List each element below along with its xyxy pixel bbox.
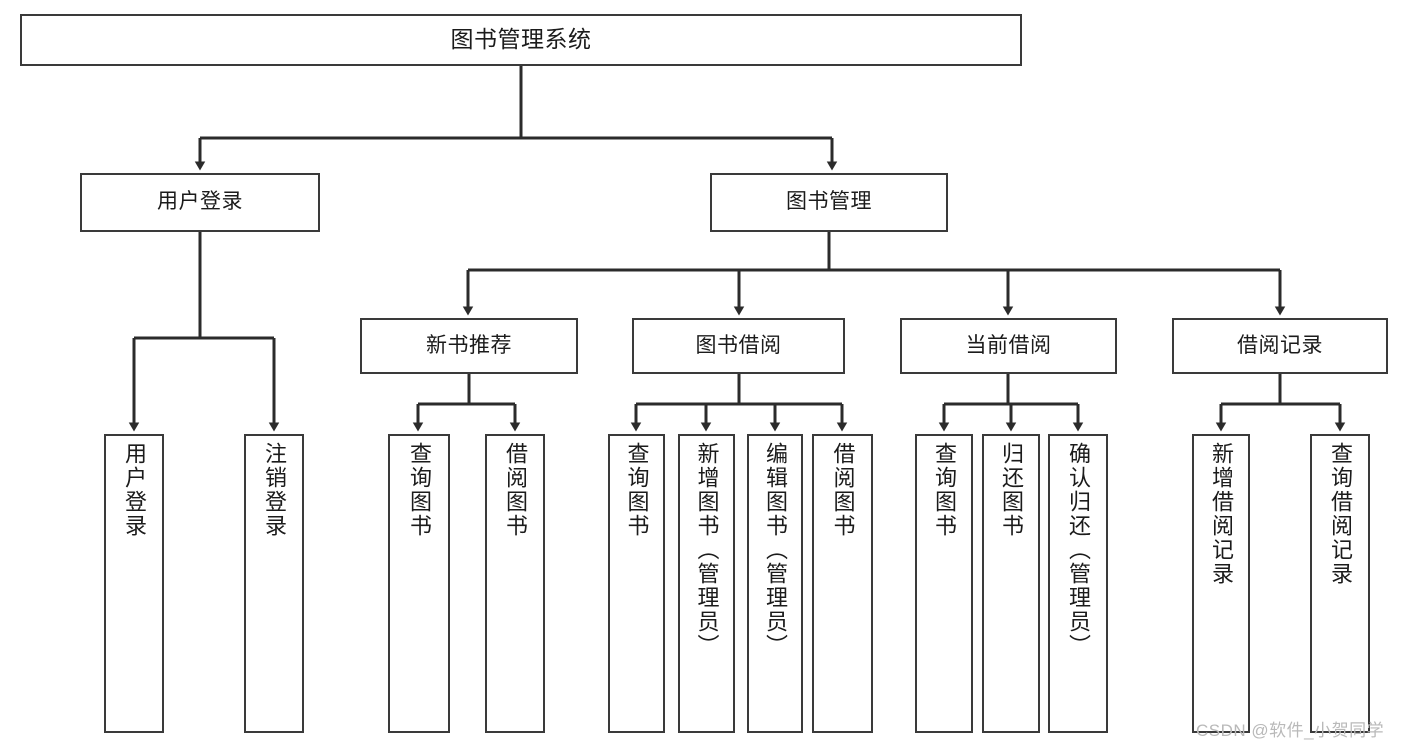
node-leaf-query-borrow-record[interactable]: 查询借阅记录 bbox=[1310, 434, 1370, 733]
node-leaf-edit-book-admin-label: 编辑图书（管理员） bbox=[763, 442, 788, 658]
node-current-borrow-label: 当前借阅 bbox=[965, 333, 1052, 357]
node-leaf-borrow-book-rec-label: 借阅图书 bbox=[503, 442, 528, 538]
node-leaf-add-book-admin-label: 新增图书（管理员） bbox=[694, 442, 720, 658]
node-user-login[interactable]: 用户登录 bbox=[80, 173, 320, 232]
node-book-manage[interactable]: 图书管理 bbox=[710, 173, 948, 232]
node-leaf-query-borrow-record-label: 查询借阅记录 bbox=[1328, 442, 1353, 586]
node-borrow-record[interactable]: 借阅记录 bbox=[1172, 318, 1388, 374]
node-leaf-user-login-label: 用户登录 bbox=[122, 442, 147, 538]
node-leaf-edit-book-admin[interactable]: 编辑图书（管理员） bbox=[747, 434, 803, 733]
node-leaf-query-book-borrow[interactable]: 查询图书 bbox=[608, 434, 665, 733]
node-leaf-user-login[interactable]: 用户登录 bbox=[104, 434, 164, 733]
node-leaf-query-book-rec[interactable]: 查询图书 bbox=[388, 434, 450, 733]
node-new-book-recommend-label: 新书推荐 bbox=[426, 333, 512, 357]
node-new-book-recommend[interactable]: 新书推荐 bbox=[360, 318, 578, 374]
node-book-manage-label: 图书管理 bbox=[786, 190, 872, 214]
node-leaf-add-borrow-record[interactable]: 新增借阅记录 bbox=[1192, 434, 1250, 733]
node-root-label: 图书管理系统 bbox=[450, 26, 592, 53]
node-leaf-confirm-return-admin-label: 确认归还（管理员） bbox=[1066, 442, 1091, 658]
node-leaf-query-book-borrow-label: 查询图书 bbox=[624, 442, 650, 538]
watermark: CSDN @软件_小贺同学 bbox=[1196, 721, 1385, 740]
node-leaf-query-book-cur-label: 查询图书 bbox=[932, 442, 957, 538]
node-current-borrow[interactable]: 当前借阅 bbox=[900, 318, 1117, 374]
node-leaf-add-book-admin[interactable]: 新增图书（管理员） bbox=[678, 434, 735, 733]
node-leaf-return-book[interactable]: 归还图书 bbox=[982, 434, 1040, 733]
node-leaf-user-logout-label: 注销登录 bbox=[262, 442, 287, 538]
node-book-borrow-label: 图书借阅 bbox=[695, 333, 782, 357]
node-leaf-add-borrow-record-label: 新增借阅记录 bbox=[1209, 442, 1234, 586]
node-borrow-record-label: 借阅记录 bbox=[1237, 333, 1323, 357]
node-leaf-query-book-rec-label: 查询图书 bbox=[407, 442, 432, 538]
node-root[interactable]: 图书管理系统 bbox=[20, 14, 1022, 66]
node-leaf-query-book-cur[interactable]: 查询图书 bbox=[915, 434, 973, 733]
node-leaf-confirm-return-admin[interactable]: 确认归还（管理员） bbox=[1048, 434, 1108, 733]
node-user-login-label: 用户登录 bbox=[157, 190, 243, 214]
node-book-borrow[interactable]: 图书借阅 bbox=[632, 318, 845, 374]
node-leaf-user-logout[interactable]: 注销登录 bbox=[244, 434, 304, 733]
node-leaf-borrow-book-label: 借阅图书 bbox=[830, 442, 856, 538]
node-leaf-borrow-book[interactable]: 借阅图书 bbox=[812, 434, 873, 733]
node-leaf-return-book-label: 归还图书 bbox=[999, 442, 1024, 538]
node-leaf-borrow-book-rec[interactable]: 借阅图书 bbox=[485, 434, 545, 733]
